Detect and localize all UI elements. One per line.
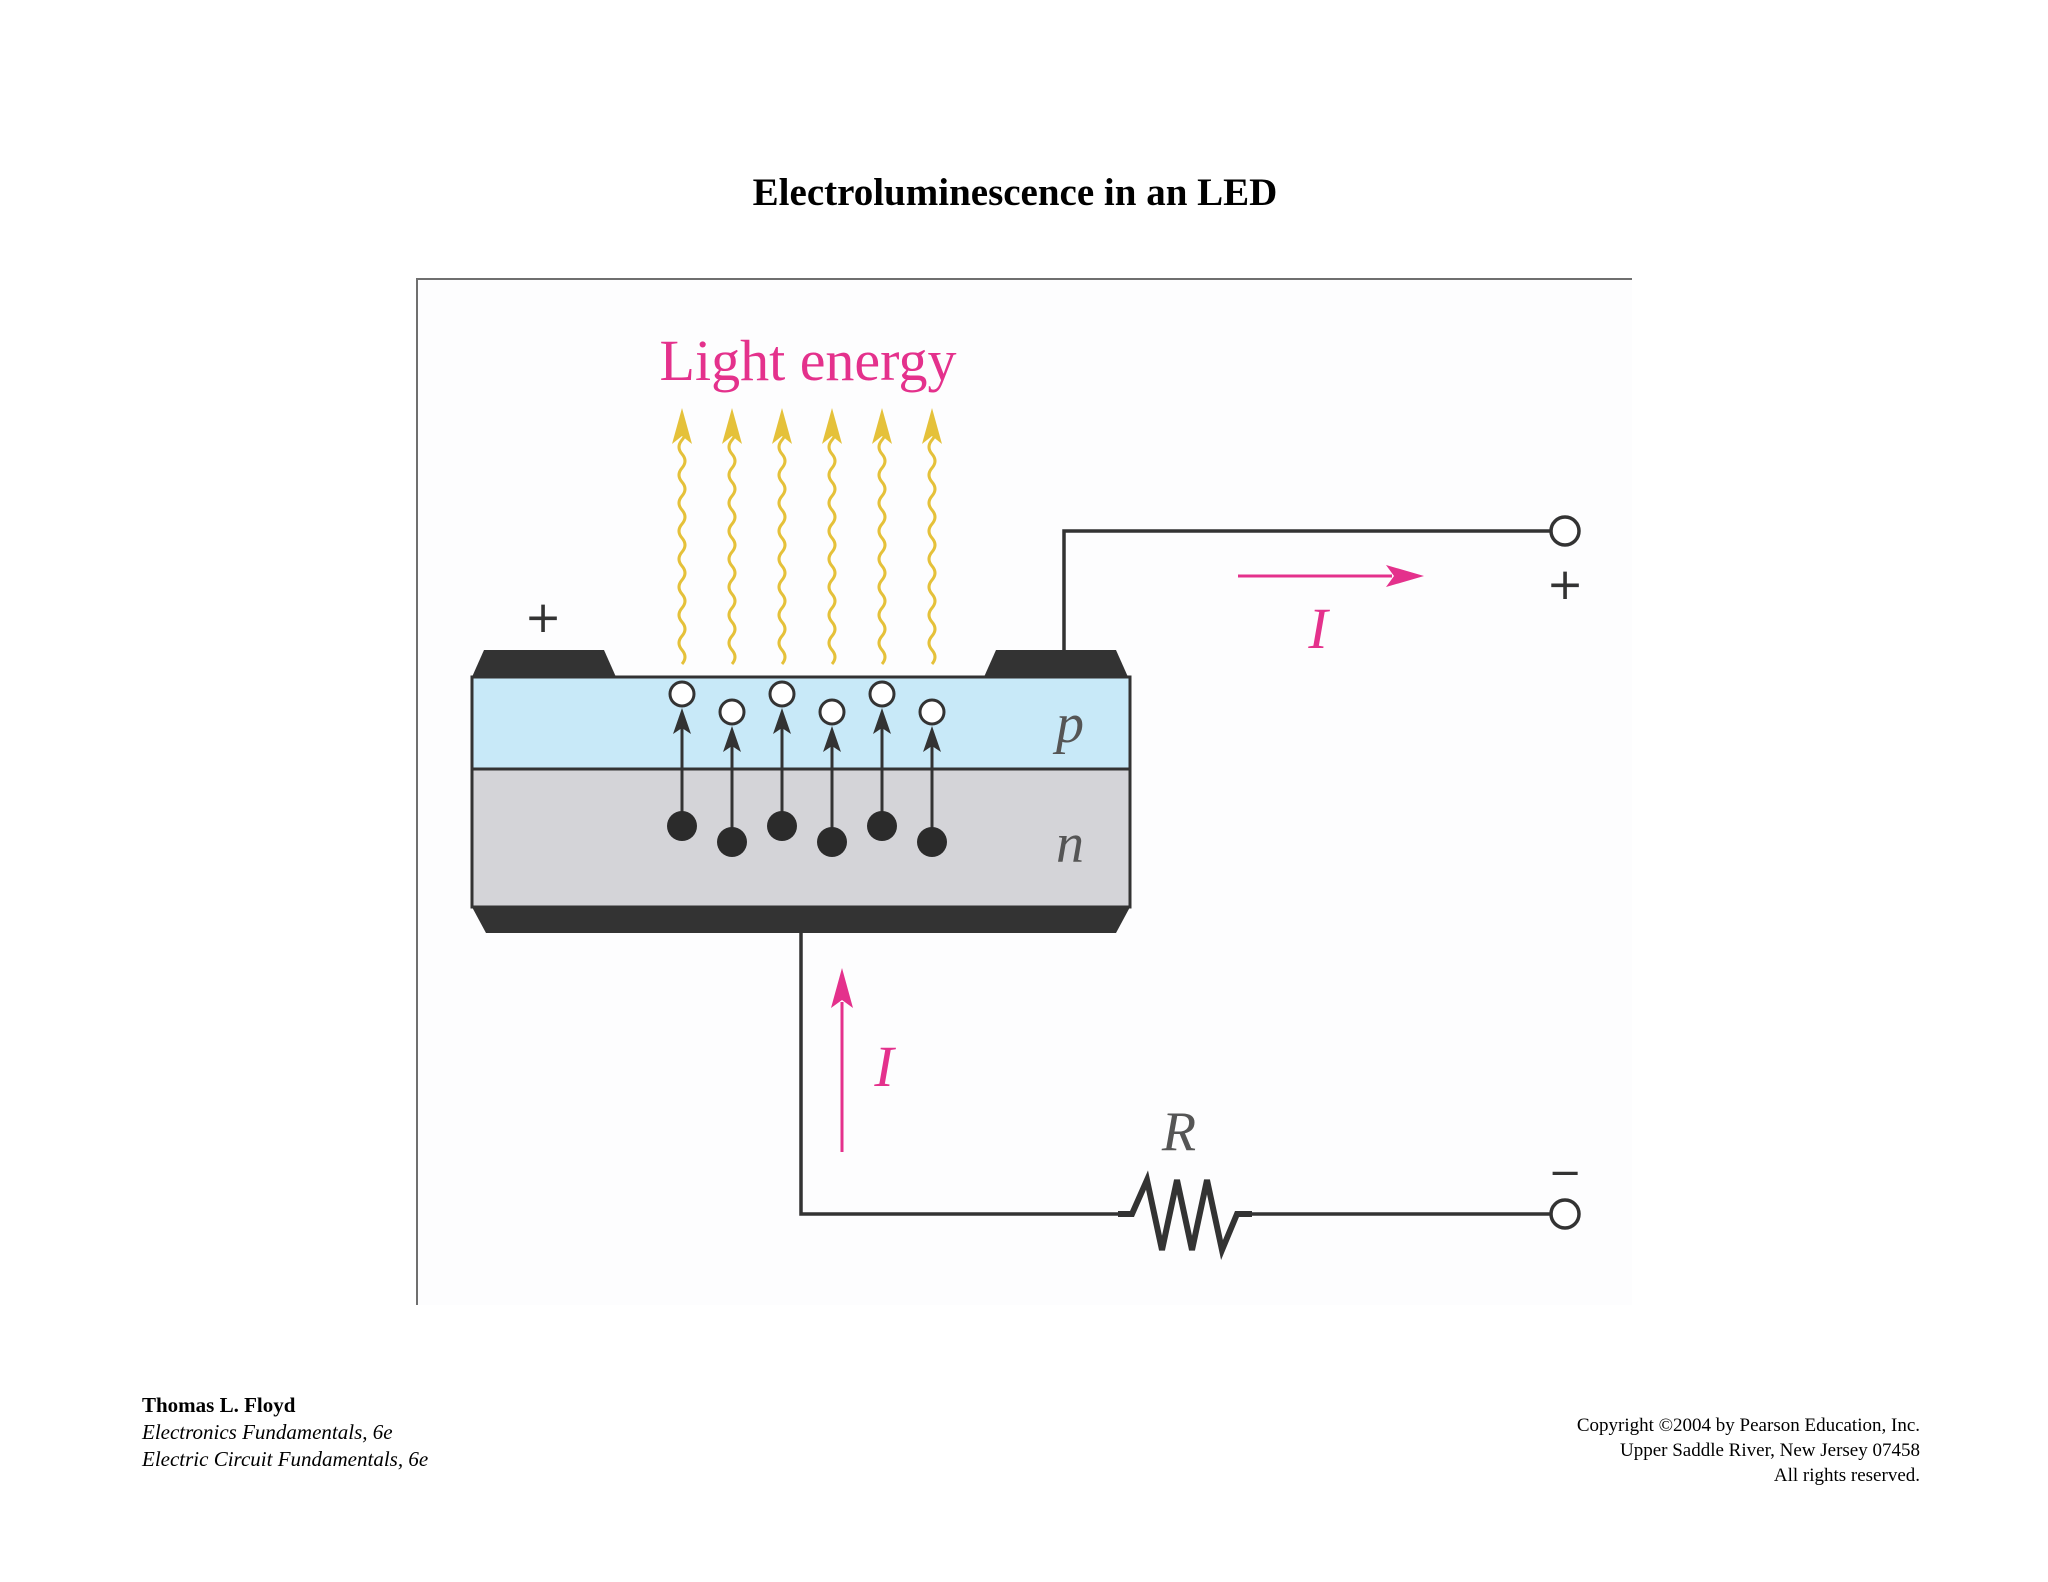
photon-arrowhead-2 bbox=[722, 408, 742, 444]
bottom-contact bbox=[472, 907, 1130, 933]
photon-wave-1 bbox=[677, 425, 687, 665]
hole-2 bbox=[718, 698, 746, 726]
copyright-block: Copyright ©2004 by Pearson Education, In… bbox=[1577, 1413, 1920, 1488]
left-contact bbox=[472, 650, 616, 677]
p-region bbox=[470, 675, 1132, 771]
recombination-arrowhead-4 bbox=[823, 726, 841, 752]
photon-arrowhead-3 bbox=[772, 408, 792, 444]
positive-terminal-label: + bbox=[1547, 559, 1584, 610]
photon-wave-2 bbox=[727, 425, 737, 665]
hole-5 bbox=[868, 680, 896, 708]
negative-terminal bbox=[1549, 1198, 1581, 1230]
current-arrow-top-head bbox=[1386, 565, 1424, 587]
book-title-2: Electric Circuit Fundamentals, 6e bbox=[142, 1447, 429, 1471]
electron-1 bbox=[667, 811, 697, 841]
led-diagram: Light energy p n + + I − R bbox=[416, 278, 1632, 1305]
photon-arrowhead-1 bbox=[672, 408, 692, 444]
bottom-wire-left bbox=[799, 933, 1118, 1216]
copyright-line-1: Copyright ©2004 by Pearson Education, In… bbox=[1576, 1415, 1920, 1436]
recombination-arrowhead-3 bbox=[773, 708, 791, 734]
author-block: Thomas L. Floyd Electronics Fundamentals… bbox=[142, 1392, 428, 1473]
recombination-arrowhead-5 bbox=[873, 708, 891, 734]
photon-wave-4 bbox=[827, 425, 837, 665]
book-title-1: Electronics Fundamentals, 6e bbox=[142, 1420, 393, 1444]
n-region-label: n bbox=[1056, 813, 1084, 875]
recombination-arrowhead-1 bbox=[673, 708, 691, 734]
current-arrow-bottom-head bbox=[831, 968, 853, 1008]
page-title: Electroluminescence in an LED bbox=[752, 171, 1278, 214]
hole-4 bbox=[818, 698, 846, 726]
photon-wave-5 bbox=[877, 425, 887, 665]
current-label-bottom: I bbox=[873, 1034, 896, 1099]
electron-5 bbox=[867, 811, 897, 841]
current-label-top: I bbox=[1307, 596, 1330, 661]
recombination-arrowhead-6 bbox=[923, 726, 941, 752]
resistor bbox=[1118, 1170, 1252, 1261]
hole-6 bbox=[918, 698, 946, 726]
carrier-group bbox=[667, 680, 947, 857]
positive-terminal bbox=[1549, 515, 1581, 547]
photon-wave-3 bbox=[777, 425, 787, 665]
p-region-label: p bbox=[1052, 693, 1084, 755]
photon-arrowhead-5 bbox=[872, 408, 892, 444]
copyright-line-3: All rights reserved. bbox=[1773, 1465, 1920, 1486]
photon-arrowhead-6 bbox=[922, 408, 942, 444]
electron-2 bbox=[717, 827, 747, 857]
top-wire bbox=[1062, 529, 1550, 650]
author-name: Thomas L. Floyd bbox=[142, 1393, 296, 1417]
photon-group bbox=[672, 408, 942, 665]
recombination-arrowhead-2 bbox=[723, 726, 741, 752]
copyright-line-2: Upper Saddle River, New Jersey 07458 bbox=[1619, 1440, 1920, 1461]
n-region bbox=[470, 767, 1132, 909]
hole-3 bbox=[768, 680, 796, 708]
contact-plus-sign: + bbox=[525, 592, 562, 643]
electron-3 bbox=[767, 811, 797, 841]
resistor-label: R bbox=[1161, 1101, 1196, 1163]
light-energy-label: Light energy bbox=[660, 328, 957, 393]
photon-arrowhead-4 bbox=[822, 408, 842, 444]
right-contact bbox=[984, 650, 1128, 677]
hole-1 bbox=[668, 680, 696, 708]
negative-terminal-label: − bbox=[1548, 1150, 1582, 1196]
electron-4 bbox=[817, 827, 847, 857]
electron-6 bbox=[917, 827, 947, 857]
photon-wave-6 bbox=[927, 425, 937, 665]
led-diagram-svg: Light energy p n + + I − R bbox=[470, 328, 1584, 1261]
